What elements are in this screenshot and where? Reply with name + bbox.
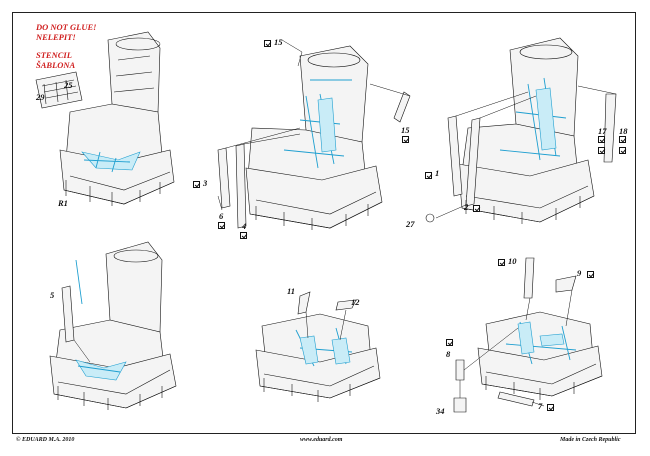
part-8-label: 8	[446, 349, 451, 359]
part-2-label: 2	[464, 202, 469, 212]
stencil-label: STENCIL	[36, 50, 72, 60]
sablona-label: ŠABLONA	[36, 60, 76, 70]
seat-step-1-2-17-18-27	[425, 37, 617, 224]
part-15-label: 15	[274, 37, 283, 47]
do-not-glue-warning: DO NOT GLUE!	[36, 22, 97, 32]
part-29-label: 29	[36, 92, 45, 102]
part-17b-checkbox[interactable]	[598, 147, 605, 154]
part-6-checkbox[interactable]	[218, 222, 225, 229]
part-8-checkbox[interactable]	[446, 339, 453, 346]
part-34-label: 34	[436, 406, 445, 416]
part-11-label: 11	[287, 286, 296, 296]
part-17-checkbox[interactable]	[598, 136, 605, 143]
part-18-checkbox[interactable]	[619, 136, 626, 143]
part-4-label: 4	[242, 221, 247, 231]
seat-step-7-8-9-10-34	[453, 257, 603, 413]
part-7-checkbox[interactable]	[547, 404, 554, 411]
drawing-frame	[12, 12, 636, 434]
part-10-label: 10	[508, 256, 517, 266]
part-12-label: 12	[351, 297, 360, 307]
part-3-label: 3	[203, 178, 208, 188]
part-15b-label: 15	[401, 125, 410, 135]
part-r1-label: R1	[58, 198, 68, 208]
part-18-label: 18	[619, 126, 628, 136]
seat-step-3-4-6-15	[217, 39, 411, 230]
part-27-label: 27	[406, 219, 415, 229]
seat-step-11-12	[255, 291, 381, 402]
part-1-label: 1	[435, 168, 440, 178]
footer-copyright: © EDUARD M.A. 2010	[16, 437, 75, 443]
part-9-checkbox[interactable]	[587, 271, 594, 278]
part-5-label: 5	[50, 290, 55, 300]
seat-step-r1	[35, 31, 175, 206]
part-3-checkbox[interactable]	[193, 181, 200, 188]
part-4-checkbox[interactable]	[240, 232, 247, 239]
part-10-checkbox[interactable]	[498, 259, 505, 266]
part-25-label: 25	[64, 80, 73, 90]
part-9-label: 9	[577, 268, 582, 278]
footer-origin: Made in Czech Republic	[560, 437, 621, 443]
part-15-checkbox[interactable]	[264, 40, 271, 47]
part-6-label: 6	[219, 211, 224, 221]
footer-url: www.eduard.com	[300, 437, 343, 443]
nelepit-warning: NELEPIT!	[36, 32, 76, 42]
part-15b-checkbox[interactable]	[402, 136, 409, 143]
part-18b-checkbox[interactable]	[619, 147, 626, 154]
seat-step-5	[49, 241, 177, 410]
part-17-label: 17	[598, 126, 607, 136]
part-2-checkbox[interactable]	[473, 205, 480, 212]
part-1-checkbox[interactable]	[425, 172, 432, 179]
part-7-label: 7	[538, 401, 543, 411]
